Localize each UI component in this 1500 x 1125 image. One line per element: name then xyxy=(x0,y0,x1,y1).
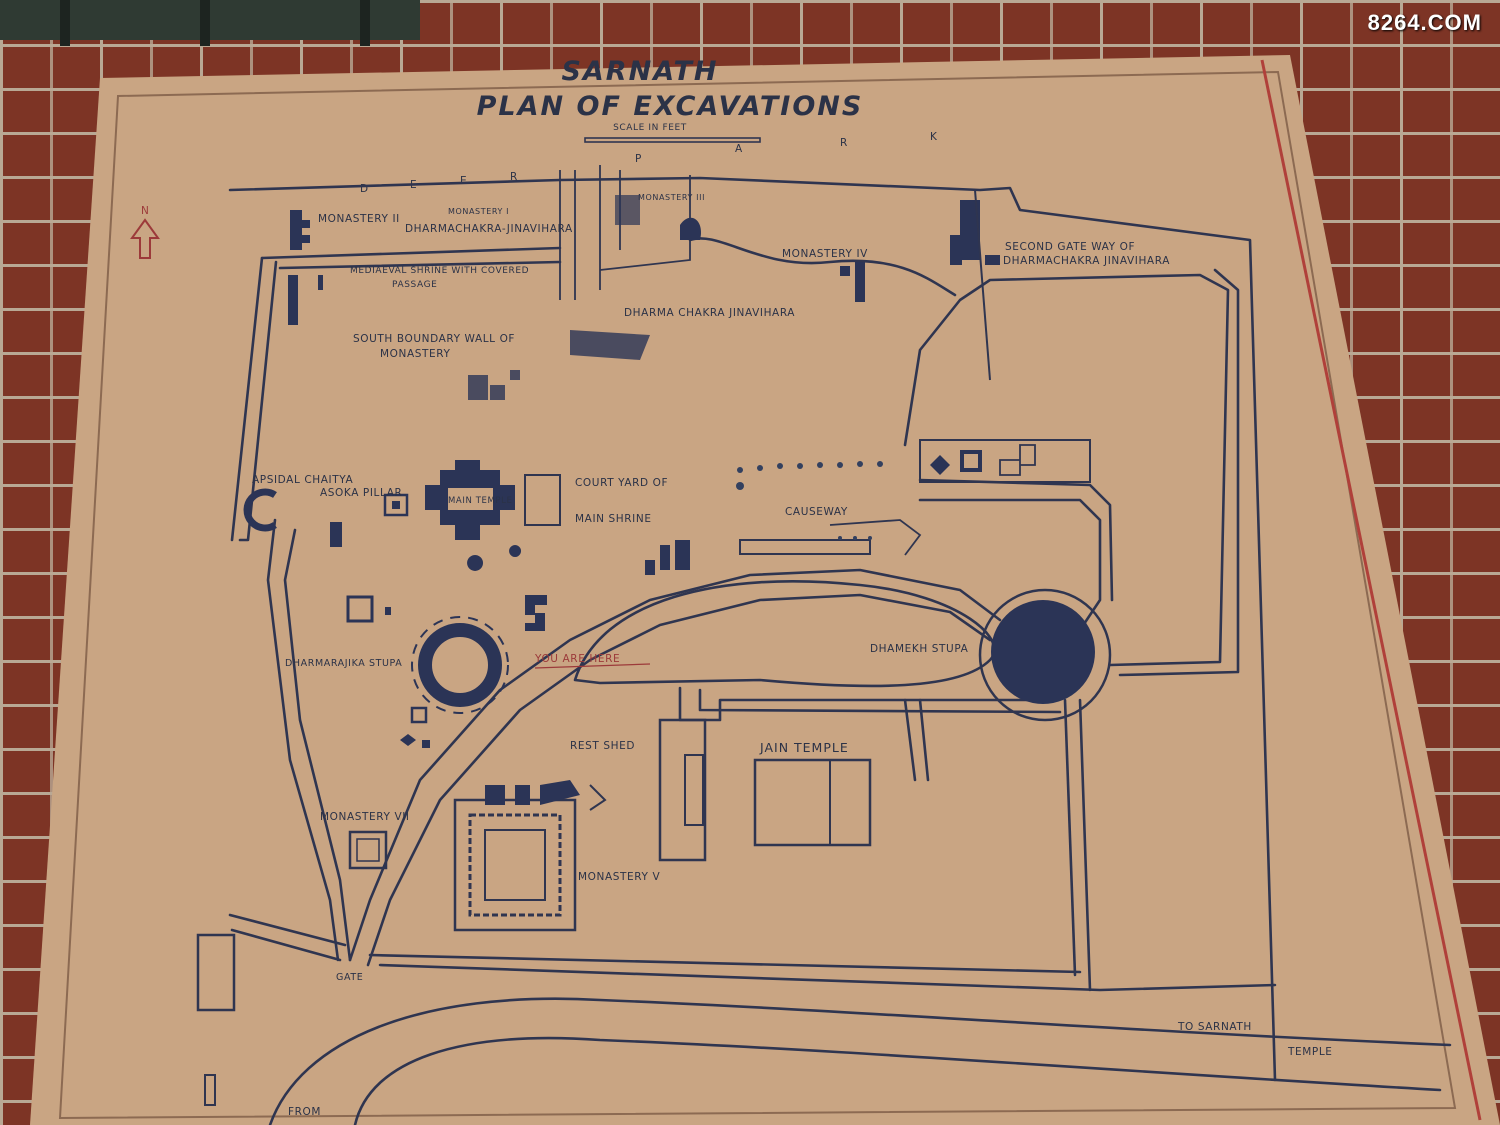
rest-shed-icon xyxy=(658,718,707,862)
apsidal-chaitya-icon xyxy=(243,488,277,532)
label-apsidal-chaitya: APSIDAL CHAITYA xyxy=(252,474,353,486)
main-temple-label-box xyxy=(448,488,493,510)
board-red-edge xyxy=(1260,59,1482,1121)
label-court-yard: COURT YARD OF xyxy=(575,477,668,489)
scale-label: SCALE IN FEET xyxy=(613,123,687,133)
railing-post xyxy=(200,0,210,46)
label-mediaeval-shrine: MEDIAEVAL SHRINE WITH COVERED xyxy=(350,266,529,276)
svg-text:R: R xyxy=(840,137,848,149)
board-inner-border xyxy=(58,70,1457,1120)
label-rest-shed: REST SHED xyxy=(570,740,635,752)
watermark: 8264.COM xyxy=(1367,10,1482,35)
monastery-7-icon xyxy=(348,830,388,870)
label-main-shrine: MAIN SHRINE xyxy=(575,513,652,525)
label-gate: GATE xyxy=(336,972,363,983)
label-asoka-pillar: ASOKA PILLAR xyxy=(320,487,402,499)
asoka-pillar-icon xyxy=(383,493,409,517)
scale-bar xyxy=(584,137,761,143)
small-ruins xyxy=(330,461,883,748)
label-dharmarajika-stupa: DHARMARAJIKA STUPA xyxy=(285,658,402,669)
east-enclosure xyxy=(919,439,1091,483)
svg-text:E: E xyxy=(460,175,467,187)
svg-text:A: A xyxy=(735,143,743,155)
site-paths xyxy=(228,176,1452,1125)
dharmarajika-stupa-icon xyxy=(418,623,502,707)
dhamekh-ring xyxy=(978,588,1112,722)
label-south-boundary-1: SOUTH BOUNDARY WALL OF xyxy=(353,333,515,345)
label-monastery-1: MONASTERY I xyxy=(448,207,509,216)
causeway-icon xyxy=(739,539,871,555)
label-monastery-3: MONASTERY III xyxy=(638,193,705,202)
label-to-sarnath-1: TO SARNATH xyxy=(1177,1021,1252,1033)
label-you-are-here: YOU ARE HERE xyxy=(534,653,620,665)
board-surface xyxy=(30,55,1500,1125)
map-labels: MONASTERY II MONASTERY I MONASTERY III D… xyxy=(252,193,1333,1118)
label-dharmachakra-top: DHARMACHAKRA-JINAVIHARA xyxy=(405,223,573,235)
label-jain-temple: JAIN TEMPLE xyxy=(759,740,849,755)
gate-building-icon xyxy=(196,933,236,1012)
dharmarajika-outer-ring xyxy=(411,616,509,714)
label-dhamekh-stupa: DHAMEKH STUPA xyxy=(870,643,969,655)
svg-text:N: N xyxy=(141,205,149,217)
label-main-temple: MAIN TEMPLE xyxy=(448,496,512,506)
svg-text:K: K xyxy=(930,131,938,143)
label-monastery-2: MONASTERY II xyxy=(318,213,400,225)
svg-text:R: R xyxy=(510,171,518,183)
label-from: FROM xyxy=(288,1106,321,1118)
label-dharmachakra-mid: DHARMA CHAKRA JINAVIHARA xyxy=(624,307,795,319)
label-monastery-7: MONASTERY VII xyxy=(320,811,410,823)
svg-text:P: P xyxy=(635,153,642,165)
dhamekh-stupa-icon xyxy=(991,600,1095,704)
label-passage: PASSAGE xyxy=(392,280,437,290)
court-yard-icon xyxy=(524,474,561,526)
jain-temple-icon xyxy=(753,758,872,847)
svg-text:D: D xyxy=(360,183,369,195)
label-monastery-4: MONASTERY IV xyxy=(782,248,868,260)
title-line2: PLAN OF EXCAVATIONS xyxy=(477,91,864,122)
title-line1: SARNATH xyxy=(561,56,718,87)
label-to-sarnath-2: TEMPLE xyxy=(1287,1046,1333,1058)
label-causeway: CAUSEWAY xyxy=(785,506,848,518)
label-second-gateway-2: DHARMACHAKRA JINAVIHARA xyxy=(1003,255,1170,267)
label-monastery-5: MONASTERY V xyxy=(578,871,660,883)
iron-railing xyxy=(0,0,420,40)
railing-post xyxy=(60,0,70,46)
north-arrow-icon: N xyxy=(130,205,160,259)
label-south-boundary-2: MONASTERY xyxy=(380,348,451,360)
monastery-cluster-top xyxy=(288,165,1000,400)
label-second-gateway-1: SECOND GATE WAY OF xyxy=(1005,241,1135,253)
railing-post xyxy=(360,0,370,46)
